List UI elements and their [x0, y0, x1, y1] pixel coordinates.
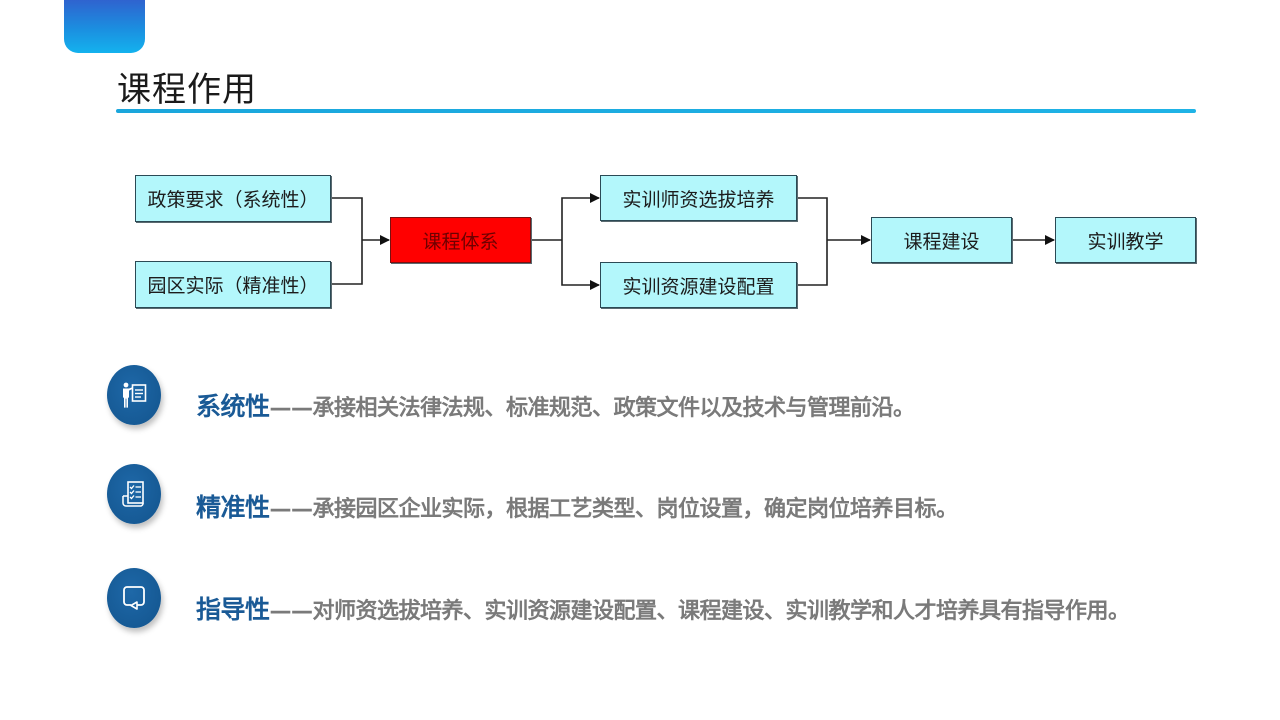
connector-branch-1	[797, 197, 828, 240]
input-box-policy: 政策要求（系统性）	[135, 175, 331, 222]
connector-input-1	[331, 197, 363, 240]
checklist-icon	[107, 464, 161, 524]
page-title: 课程作用	[117, 70, 257, 110]
core-box-curriculum-system: 课程体系	[390, 217, 531, 263]
arrow-to-branch-1	[561, 193, 600, 240]
point-text: 精准性——承接园区企业实际，根据工艺类型、岗位设置，确定岗位培养目标。	[196, 488, 958, 528]
merge-box-course-building: 课程建设	[871, 217, 1012, 263]
speech-bubble-icon	[107, 568, 161, 628]
presenter-board-icon	[107, 365, 161, 425]
point-dash: ——	[269, 396, 314, 421]
point-description: 对师资选拔培养、实训资源建设配置、课程建设、实训教学和人才培养具有指导作用。	[312, 599, 1131, 624]
branch-box-resources: 实训资源建设配置	[600, 262, 797, 308]
point-keyword: 系统性	[196, 392, 270, 421]
point-keyword: 精准性	[196, 493, 270, 522]
point-dash: ——	[269, 599, 314, 624]
arrow-to-branch-2	[561, 240, 600, 290]
point-description: 承接园区企业实际，根据工艺类型、岗位设置，确定岗位培养目标。	[312, 497, 959, 522]
input-box-park: 园区实际（精准性）	[135, 261, 331, 308]
point-text: 指导性——对师资选拔培养、实训资源建设配置、课程建设、实训教学和人才培养具有指导…	[196, 590, 1130, 630]
point-dash: ——	[269, 497, 314, 522]
branch-box-teachers: 实训师资选拔培养	[600, 175, 797, 221]
connector-branch-2	[797, 240, 828, 286]
title-underline	[116, 109, 1196, 113]
point-description: 承接相关法律法规、标准规范、政策文件以及技术与管理前沿。	[312, 396, 916, 421]
point-keyword: 指导性	[196, 595, 270, 624]
connector-input-2	[331, 240, 363, 285]
corner-decoration-tab	[64, 0, 145, 53]
point-text: 系统性——承接相关法律法规、标准规范、政策文件以及技术与管理前沿。	[196, 387, 915, 427]
final-box-training-teaching: 实训教学	[1055, 217, 1196, 263]
